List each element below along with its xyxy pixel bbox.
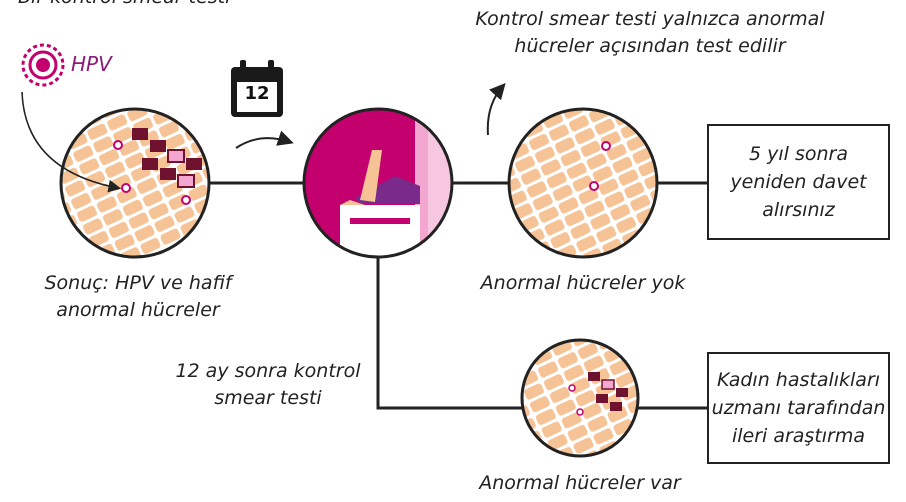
gyn-line3: ileri araştırma bbox=[712, 422, 886, 450]
hpv-virus-icon bbox=[23, 45, 63, 85]
five-years-line3: alırsınız bbox=[730, 196, 866, 224]
note-arrow bbox=[488, 86, 503, 135]
no-abnormal-label: Anormal hücreler yok bbox=[463, 270, 703, 297]
control-label-line1: 12 ay sonra kontrol bbox=[168, 358, 368, 385]
control-label-line2: smear testi bbox=[168, 385, 368, 412]
header-cut-text: Bir kontrol smear testi bbox=[18, 0, 230, 11]
circle-abnormal-cells bbox=[520, 335, 640, 460]
result-label: Sonuç: HPV ve hafif anormal hücreler bbox=[18, 270, 258, 324]
five-years-box: 5 yıl sonra yeniden davet alırsınız bbox=[707, 124, 890, 240]
hpv-label: HPV bbox=[71, 52, 112, 76]
control-label: 12 ay sonra kontrol smear testi bbox=[168, 358, 368, 412]
result-label-line2: anormal hücreler bbox=[18, 297, 258, 324]
calendar-arrow bbox=[236, 138, 290, 148]
circle-normal-cells bbox=[505, 100, 665, 265]
five-years-line2: yeniden davet bbox=[730, 168, 866, 196]
calendar-day: 12 bbox=[237, 83, 277, 104]
five-years-line1: 5 yıl sonra bbox=[730, 140, 866, 168]
abnormal-label: Anormal hücreler var bbox=[460, 470, 700, 497]
top-note: Kontrol smear testi yalnızca anormal hüc… bbox=[460, 6, 840, 60]
top-note-line1: Kontrol smear testi yalnızca anormal bbox=[460, 6, 840, 33]
gyn-line1: Kadın hastalıkları bbox=[712, 366, 886, 394]
circle-smear-test bbox=[300, 105, 460, 265]
gynecologist-box: Kadın hastalıkları uzmanı tarafından ile… bbox=[707, 352, 890, 464]
result-label-line1: Sonuç: HPV ve hafif bbox=[18, 270, 258, 297]
gyn-line2: uzmanı tarafından bbox=[712, 394, 886, 422]
top-note-line2: hücreler açısından test edilir bbox=[460, 33, 840, 60]
